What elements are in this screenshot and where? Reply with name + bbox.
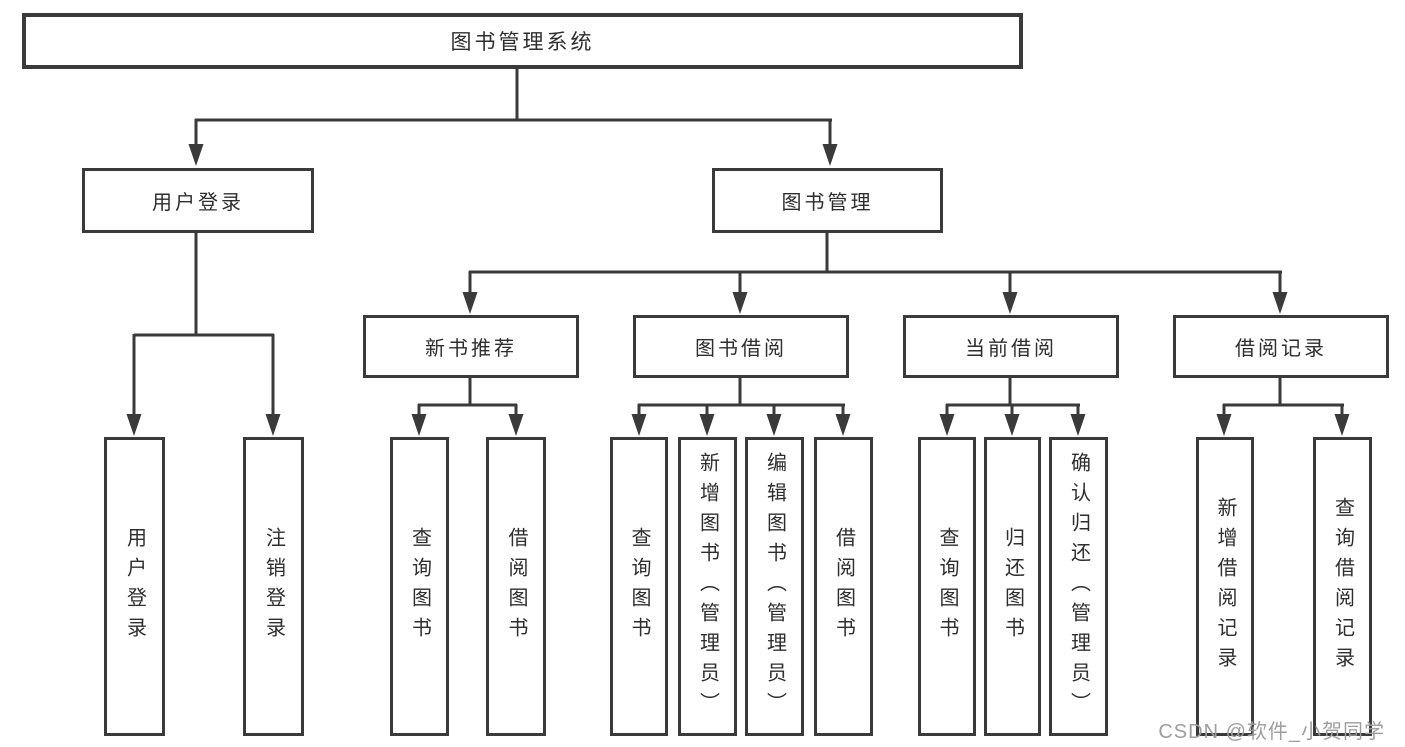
node-current-borrowing: 当前借阅 — [903, 315, 1119, 378]
node-leaf-user-login: 用户登录 — [104, 437, 165, 736]
node-book-management-group: 图书管理 — [712, 168, 943, 233]
node-leaf-nbr-borrow-book: 借阅图书 — [486, 437, 546, 736]
node-leaf-logout-label: 注销登录 — [262, 526, 285, 647]
node-root-label: 图书管理系统 — [450, 31, 595, 54]
node-leaf-cb-return-book: 归还图书 — [984, 437, 1041, 736]
node-leaf-bb-borrow-book-label: 借阅图书 — [832, 526, 855, 647]
csdn-watermark: CSDN @软件_小贺同学 — [1158, 721, 1385, 743]
node-leaf-bb-edit-book-admin: 编辑图书（管理员） — [745, 437, 804, 736]
node-current-borrowing-label: 当前借阅 — [965, 338, 1057, 360]
node-book-borrowing-label: 图书借阅 — [695, 338, 787, 360]
node-leaf-bb-add-book-admin-label: 新增图书（管理员） — [696, 451, 719, 722]
node-leaf-bb-edit-book-admin-label: 编辑图书（管理员） — [763, 451, 786, 722]
node-user-login-group-label: 用户登录 — [152, 192, 244, 214]
node-leaf-bb-borrow-book: 借阅图书 — [814, 437, 873, 736]
node-borrowing-records-label: 借阅记录 — [1235, 338, 1327, 360]
node-leaf-br-query-record: 查询借阅记录 — [1313, 437, 1372, 736]
node-leaf-nbr-query-book: 查询图书 — [390, 437, 449, 736]
node-leaf-br-add-record: 新增借阅记录 — [1196, 437, 1254, 736]
node-leaf-user-login-label: 用户登录 — [123, 526, 146, 647]
node-new-book-recommendation-label: 新书推荐 — [425, 338, 517, 360]
node-leaf-nbr-query-book-label: 查询图书 — [408, 526, 431, 647]
node-leaf-br-query-record-label: 查询借阅记录 — [1331, 496, 1354, 677]
node-user-login-group: 用户登录 — [82, 168, 314, 233]
node-leaf-cb-query-book-label: 查询图书 — [936, 526, 958, 647]
node-leaf-cb-confirm-return-admin: 确认归还（管理员） — [1049, 437, 1108, 736]
node-leaf-logout: 注销登录 — [243, 437, 304, 736]
node-leaf-br-add-record-label: 新增借阅记录 — [1214, 496, 1236, 677]
node-leaf-cb-confirm-return-admin-label: 确认归还（管理员） — [1067, 451, 1090, 722]
node-leaf-cb-return-book-label: 归还图书 — [1001, 526, 1024, 647]
node-book-borrowing: 图书借阅 — [633, 315, 849, 378]
node-new-book-recommendation: 新书推荐 — [363, 315, 579, 378]
node-root-system: 图书管理系统 — [22, 13, 1023, 69]
node-leaf-cb-query-book: 查询图书 — [918, 437, 976, 736]
node-leaf-bb-query-book-label: 查询图书 — [628, 526, 650, 647]
node-borrowing-records: 借阅记录 — [1173, 315, 1389, 378]
node-leaf-bb-query-book: 查询图书 — [610, 437, 668, 736]
node-book-management-group-label: 图书管理 — [781, 192, 874, 214]
node-leaf-bb-add-book-admin: 新增图书（管理员） — [678, 437, 737, 736]
node-leaf-nbr-borrow-book-label: 借阅图书 — [505, 526, 527, 647]
